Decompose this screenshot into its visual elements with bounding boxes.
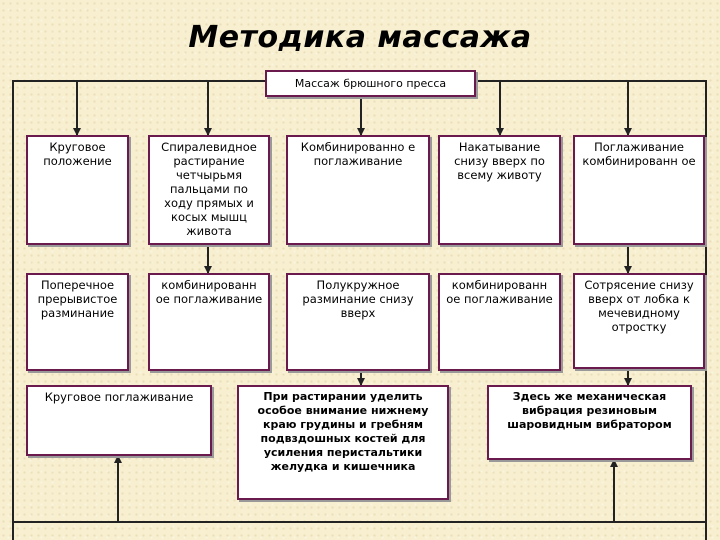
row1-box-3: Комбинированно е поглаживание: [286, 135, 430, 245]
root-box: Массаж брюшного пресса: [265, 70, 476, 97]
row2-box-3: Полукружное разминание снизу вверх: [286, 273, 430, 371]
page-title: Методика массажа: [188, 20, 532, 55]
connector-bus-right: [476, 80, 707, 540]
row2-box-4: комбинированн ое поглаживание: [438, 273, 561, 371]
row1-box-5: Поглаживание комбинированн ое: [573, 135, 705, 245]
row2-box-5: Сотрясение снизу вверх от лобка к мечеви…: [573, 273, 705, 369]
row2-box-2: комбинированн ое поглаживание: [148, 273, 270, 371]
row3-box-1: Круговое поглаживание: [26, 385, 212, 456]
row3-box-3: Здесь же механическая вибрация резиновым…: [487, 385, 692, 460]
row1-box-2: Спиралевидное растирание четчырьмя пальц…: [148, 135, 270, 245]
row1-box-1: Круговое положение: [26, 135, 129, 245]
row1-box-4: Накатывание снизу вверх по всему животу: [438, 135, 561, 245]
row2-box-1: Поперечное прерывистое разминание: [26, 273, 129, 371]
connector-bus: [12, 80, 265, 540]
row3-box-2: При растирании уделить особое внимание н…: [237, 385, 449, 500]
